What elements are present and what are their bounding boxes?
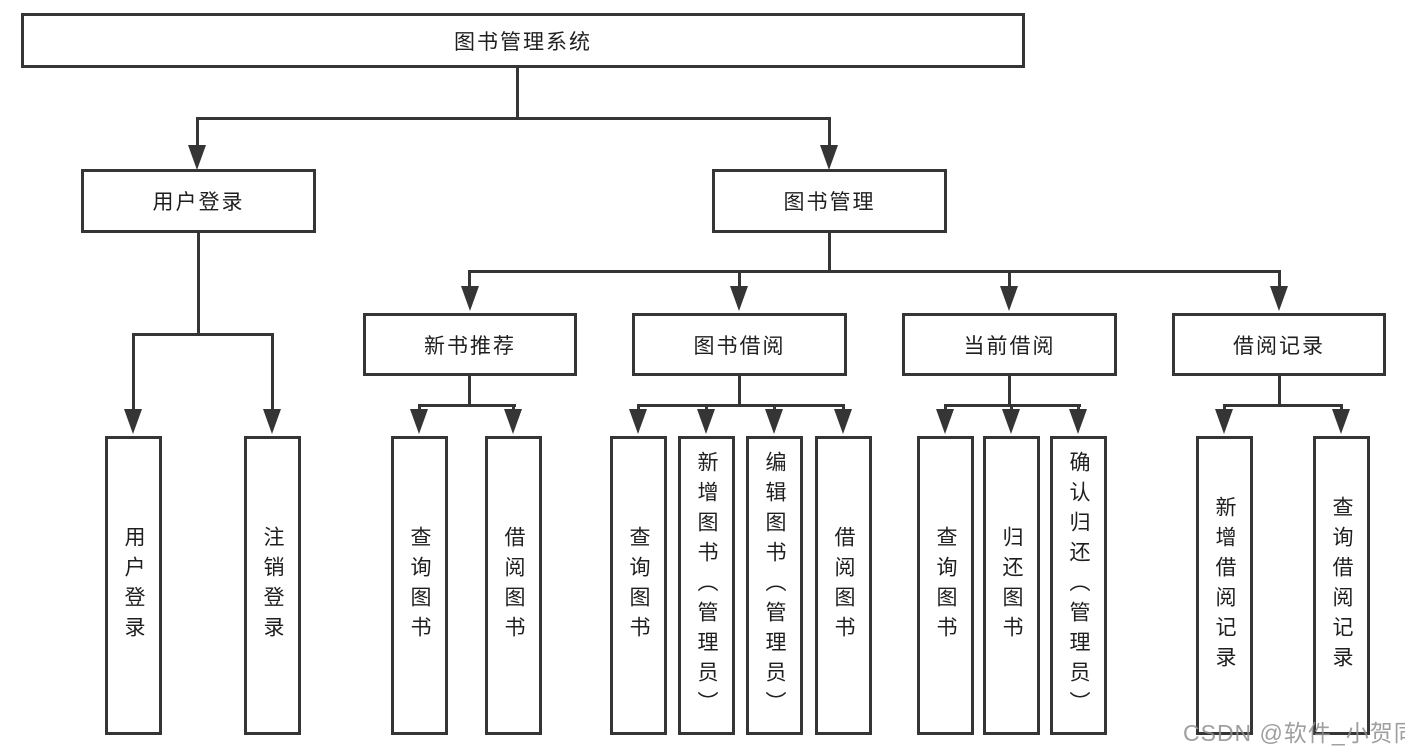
connector-user-login-horizontal: [132, 333, 274, 336]
node-root-label: 图书管理系统: [454, 30, 592, 54]
leaf-label: 编辑图书（管理员）: [763, 450, 786, 721]
connector-drop-leaf: [637, 404, 640, 412]
watermark: CSDN @软件_小贺同学: [1183, 720, 1405, 746]
leaf-label: 归还图书: [1000, 525, 1023, 646]
leaf-user-login: 用户登录: [105, 436, 162, 735]
node-book-borrow-label: 图书借阅: [693, 334, 786, 358]
connector-level1-horizontal: [196, 117, 831, 120]
leaf-label: 新增图书（管理员）: [695, 450, 718, 721]
connector-book-borrow-stem: [738, 376, 741, 406]
connector-drop-borrow-records: [1278, 270, 1281, 288]
arrowhead-down-icon: [765, 409, 783, 434]
connector-drop-leaf: [944, 404, 947, 412]
leaf-query-borrow-record: 查询借阅记录: [1313, 436, 1370, 735]
node-root: 图书管理系统: [21, 13, 1025, 68]
connector-level3-horizontal: [468, 270, 1281, 273]
leaf-label: 查询图书: [408, 525, 431, 646]
connector-drop-leaf: [418, 404, 421, 412]
leaf-label: 借阅图书: [502, 525, 525, 646]
leaf-borrow-books-recommend: 借阅图书: [485, 436, 542, 735]
arrowhead-down-icon: [1069, 409, 1087, 434]
arrowhead-down-icon: [124, 409, 142, 434]
connector-drop-book-borrow: [738, 270, 741, 288]
leaf-edit-book-admin: 编辑图书（管理员）: [746, 436, 803, 735]
node-user-login-label: 用户登录: [152, 191, 245, 214]
leaf-query-books-current: 查询图书: [917, 436, 974, 735]
connector-drop-leaf: [1223, 404, 1226, 412]
connector-current-borrow-stem: [1008, 376, 1011, 406]
leaf-add-borrow-record: 新增借阅记录: [1196, 436, 1253, 735]
connector-drop-leaf: [773, 404, 776, 412]
connector-user-login-stem: [197, 233, 200, 334]
connector-drop-leaf-user-login: [132, 333, 135, 410]
arrowhead-down-icon: [1000, 286, 1018, 311]
node-new-book-recommend: 新书推荐: [363, 313, 577, 376]
node-user-login: 用户登录: [81, 169, 316, 233]
connector-drop-leaf: [512, 404, 515, 412]
arrowhead-down-icon: [1215, 409, 1233, 434]
arrowhead-down-icon: [504, 409, 522, 434]
arrowhead-down-icon: [188, 145, 206, 170]
arrowhead-down-icon: [629, 409, 647, 434]
leaf-label: 查询图书: [934, 525, 957, 646]
leaf-label: 确认归还（管理员）: [1067, 450, 1090, 721]
connector-drop-book-mgmt: [828, 117, 831, 147]
arrowhead-down-icon: [697, 409, 715, 434]
leaf-borrow-books: 借阅图书: [815, 436, 872, 735]
connector-drop-new-book-rec: [468, 270, 471, 288]
leaf-add-book-admin: 新增图书（管理员）: [678, 436, 735, 735]
arrowhead-down-icon: [936, 409, 954, 434]
leaf-label: 用户登录: [122, 525, 145, 646]
leaf-confirm-return-admin: 确认归还（管理员）: [1050, 436, 1107, 735]
connector-drop-leaf: [1340, 404, 1343, 412]
connector-borrow-records-horizontal: [1223, 404, 1343, 407]
arrowhead-down-icon: [1332, 409, 1350, 434]
arrowhead-down-icon: [263, 409, 281, 434]
connector-root-stem: [516, 68, 519, 118]
connector-drop-leaf: [1010, 404, 1013, 412]
connector-new-book-rec-horizontal: [418, 404, 516, 407]
leaf-label: 查询图书: [627, 525, 650, 646]
connector-drop-leaf: [705, 404, 708, 412]
node-current-borrow-label: 当前借阅: [963, 334, 1056, 358]
node-book-management: 图书管理: [712, 169, 947, 233]
arrowhead-down-icon: [1270, 286, 1288, 311]
arrowhead-down-icon: [820, 145, 838, 170]
leaf-label: 借阅图书: [832, 525, 855, 646]
connector-drop-current-borrow: [1008, 270, 1011, 288]
arrowhead-down-icon: [730, 286, 748, 311]
connector-drop-leaf: [1077, 404, 1080, 412]
arrowhead-down-icon: [410, 409, 428, 434]
leaf-logout: 注销登录: [244, 436, 301, 735]
leaf-label: 新增借阅记录: [1213, 495, 1236, 676]
node-book-management-label: 图书管理: [783, 191, 876, 214]
node-borrow-records: 借阅记录: [1172, 313, 1386, 376]
leaf-query-books-recommend: 查询图书: [391, 436, 448, 735]
arrowhead-down-icon: [1002, 409, 1020, 434]
connector-book-mgmt-stem: [828, 233, 831, 273]
node-book-borrow: 图书借阅: [632, 313, 847, 376]
connector-drop-leaf: [842, 404, 845, 412]
arrowhead-down-icon: [834, 409, 852, 434]
leaf-query-books-borrow: 查询图书: [610, 436, 667, 735]
connector-drop-user-login: [196, 117, 199, 147]
connector-new-book-rec-stem: [468, 376, 471, 406]
arrowhead-down-icon: [461, 286, 479, 311]
leaf-label: 注销登录: [261, 525, 284, 646]
node-new-book-recommend-label: 新书推荐: [424, 334, 516, 358]
node-current-borrow: 当前借阅: [902, 313, 1117, 376]
connector-drop-leaf-logout: [271, 333, 274, 410]
leaf-label: 查询借阅记录: [1330, 495, 1353, 676]
connector-borrow-records-stem: [1278, 376, 1281, 406]
node-borrow-records-label: 借阅记录: [1233, 334, 1325, 358]
connector-book-borrow-horizontal: [637, 404, 845, 407]
leaf-return-books: 归还图书: [983, 436, 1040, 735]
